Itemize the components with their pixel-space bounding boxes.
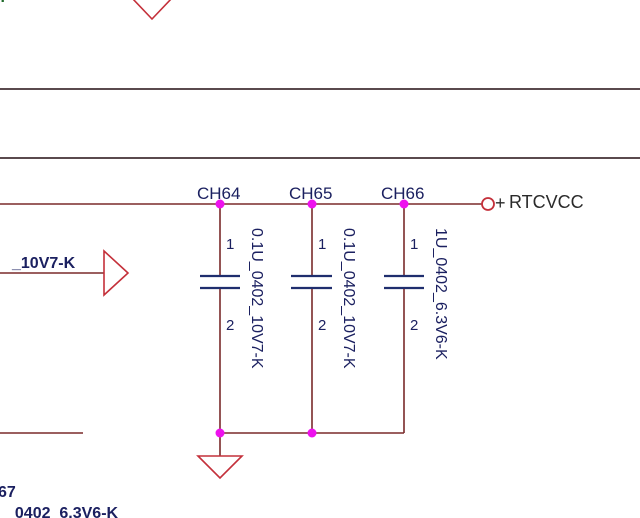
cap-ref: CH65 xyxy=(289,184,332,203)
junction-dot xyxy=(307,199,317,209)
junction-dot xyxy=(399,199,409,209)
pin2-label: 2 xyxy=(318,317,326,334)
cap-value: 0.1U_0402_10V7-K xyxy=(248,228,265,369)
junction-dot xyxy=(215,199,225,209)
pin1-label: 1 xyxy=(318,236,326,253)
cap-value: 1U_0402_6.3V6-K xyxy=(432,228,449,360)
top-left-fragment-text: .. xyxy=(0,0,5,6)
cap-value: 0.1U_0402_10V7-K xyxy=(340,228,357,369)
net-label-rtcvcc[interactable]: RTCVCC xyxy=(509,192,584,212)
pin1-label: 1 xyxy=(410,236,418,253)
left-value-fragment: _10V7-K xyxy=(11,255,76,272)
bottom-ref-fragment: 67 xyxy=(0,484,16,501)
net-prefix: + xyxy=(495,193,506,213)
cap-ref: CH64 xyxy=(197,184,240,203)
capacitor-ch66[interactable]: CH66 1 2 1U_0402_6.3V6-K xyxy=(381,184,449,433)
bottom-value-fragment: _0402_6.3V6-K xyxy=(5,505,119,518)
off-page-connector-icon xyxy=(103,249,130,297)
pin2-label: 2 xyxy=(410,317,418,334)
pin2-label: 2 xyxy=(226,317,234,334)
ground-symbol-icon xyxy=(196,455,244,480)
ground-symbol-top xyxy=(132,0,172,21)
junction-dot xyxy=(307,428,317,438)
capacitor-ch64[interactable]: CH64 1 2 0.1U_0402_10V7-K xyxy=(197,184,265,433)
power-port-circle-icon xyxy=(481,197,495,211)
junction-dot xyxy=(215,428,225,438)
capacitor-ch65[interactable]: CH65 1 2 0.1U_0402_10V7-K xyxy=(289,184,357,433)
cap-ref: CH66 xyxy=(381,184,424,203)
pin1-label: 1 xyxy=(226,236,234,253)
